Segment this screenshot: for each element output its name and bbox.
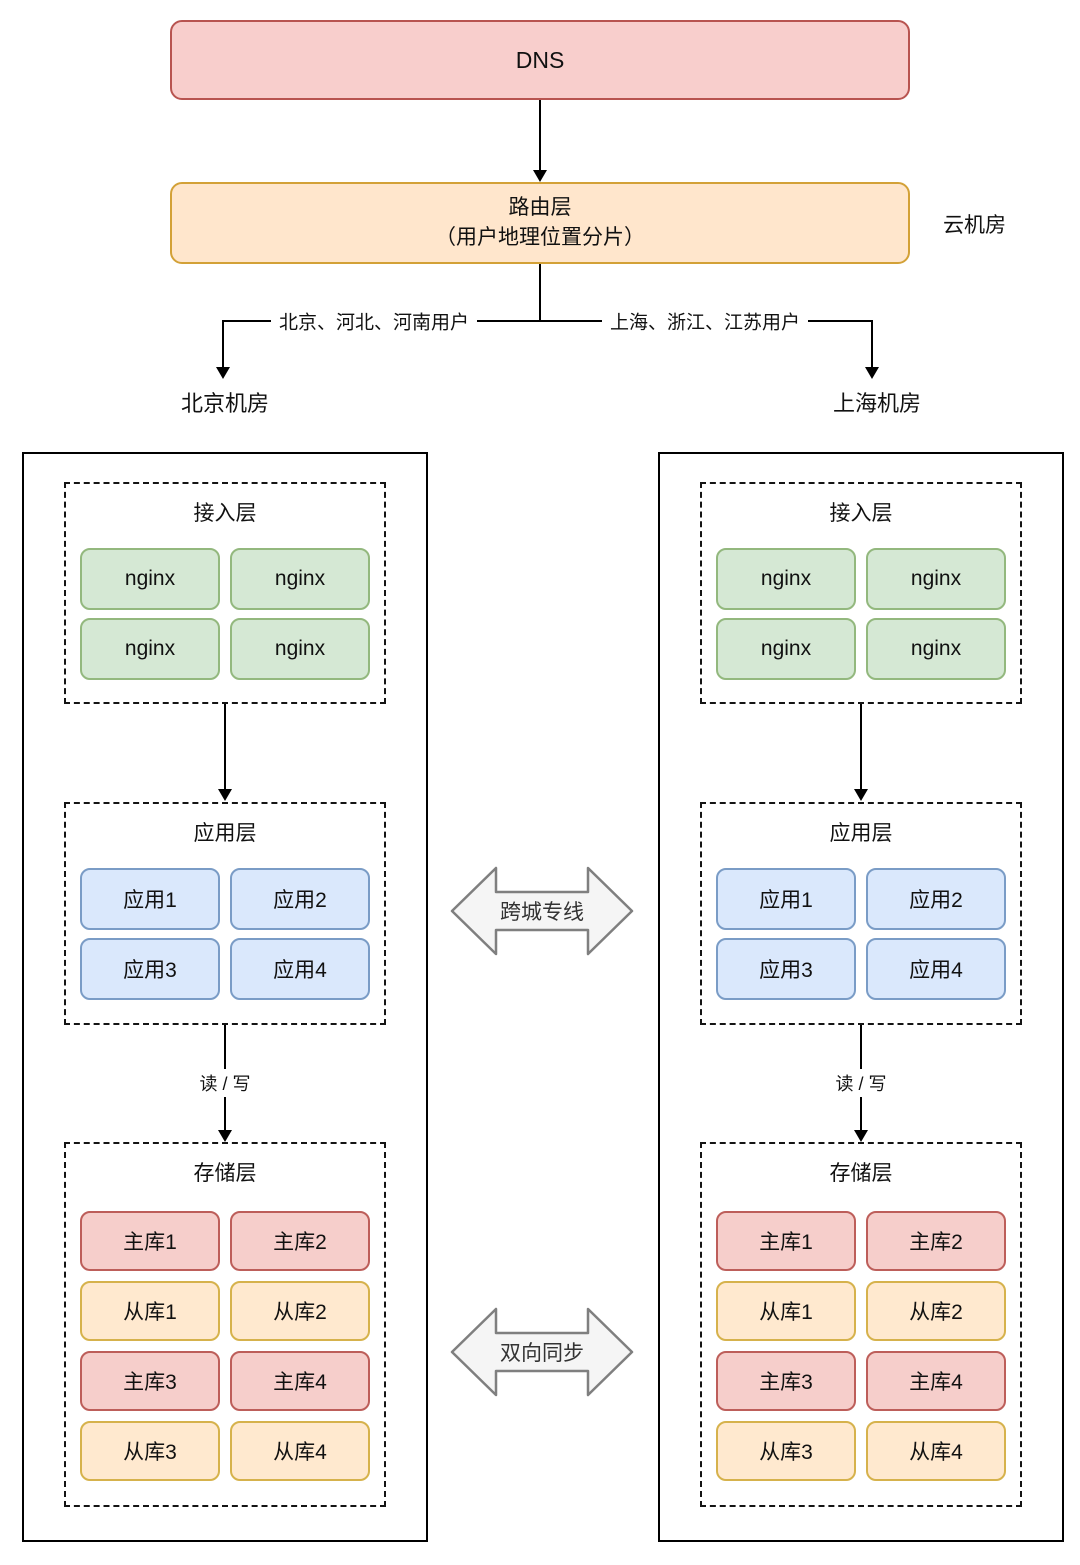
nginx-node: nginx [80,618,220,680]
arrow-branch-to-beijing [216,322,230,379]
branch-label-north-users: 北京、河北、河南用户 [270,307,478,335]
master-db-node: 主库1 [716,1211,856,1271]
read-write-label: 读 / 写 [194,1069,256,1097]
access-layer: 接入层 nginx nginx nginx nginx [64,482,386,704]
master-db-node: 主库1 [80,1211,220,1271]
dns-box: DNS [170,20,910,100]
arrowhead-down-icon [854,1130,868,1142]
app-node: 应用1 [716,868,856,930]
slave-db-node: 从库2 [866,1281,1006,1341]
cross-city-link-arrow: 跨城专线 [450,861,634,961]
dns-label: DNS [515,46,565,73]
storage-node-grid: 主库1 主库2 从库1 从库2 主库3 主库4 从库3 从库4 [66,1211,384,1481]
nginx-node: nginx [866,618,1006,680]
layer-title: 应用层 [829,822,893,845]
datacenter-beijing: 接入层 nginx nginx nginx nginx 应用层 应用1 应用2 … [22,452,428,1542]
arrowhead-down-icon [216,367,230,379]
arrow-line [222,322,224,368]
arrow-branch-to-shanghai [865,322,879,379]
app-layer: 应用层 应用1 应用2 应用3 应用4 [700,802,1022,1025]
slave-db-node: 从库4 [230,1421,370,1481]
dc-label-shanghai: 上海机房 [832,391,922,416]
nginx-node: nginx [716,618,856,680]
read-write-label: 读 / 写 [830,1069,892,1097]
app-node: 应用4 [866,938,1006,1000]
storage-layer: 存储层 主库1 主库2 从库1 从库2 主库3 主库4 从库3 从库4 [64,1142,386,1507]
app-node: 应用3 [80,938,220,1000]
app-node: 应用2 [866,868,1006,930]
nginx-node: nginx [866,548,1006,610]
router-label-line2: （用户地理位置分片） [435,226,645,249]
arrow-line [539,100,541,172]
app-node: 应用2 [230,868,370,930]
slave-db-node: 从库1 [80,1281,220,1341]
nginx-node: nginx [716,548,856,610]
layer-title: 应用层 [193,822,257,845]
datacenter-shanghai: 接入层 nginx nginx nginx nginx 应用层 应用1 应用2 … [658,452,1064,1542]
arrow-access-to-app [218,704,232,801]
layer-title: 存储层 [193,1162,257,1185]
router-label-line1: 路由层 [508,195,572,219]
arrow-line [224,704,226,790]
master-db-node: 主库3 [716,1351,856,1411]
storage-node-grid: 主库1 主库2 从库1 从库2 主库3 主库4 从库3 从库4 [702,1211,1020,1481]
slave-db-node: 从库1 [716,1281,856,1341]
bidirectional-sync-label: 双向同步 [500,1342,584,1365]
access-node-grid: nginx nginx nginx nginx [66,548,384,680]
app-node: 应用1 [80,868,220,930]
nginx-node: nginx [230,618,370,680]
arrowhead-down-icon [218,789,232,801]
storage-layer: 存储层 主库1 主库2 从库1 从库2 主库3 主库4 从库3 从库4 [700,1142,1022,1507]
master-db-node: 主库3 [80,1351,220,1411]
arrowhead-down-icon [854,789,868,801]
layer-title: 接入层 [193,502,257,525]
bidirectional-sync-arrow: 双向同步 [450,1302,634,1402]
arrow-access-to-app [854,704,868,801]
access-layer: 接入层 nginx nginx nginx nginx [700,482,1022,704]
arrow-dns-to-router [533,100,547,182]
layer-title: 接入层 [829,502,893,525]
arrowhead-down-icon [533,170,547,182]
double-arrow-icon [450,1307,634,1397]
layer-title: 存储层 [829,1162,893,1185]
access-node-grid: nginx nginx nginx nginx [702,548,1020,680]
router-box: 路由层 （用户地理位置分片） [170,182,910,264]
slave-db-node: 从库4 [866,1421,1006,1481]
arrow-line [860,704,862,790]
double-arrow-icon [450,866,634,956]
master-db-node: 主库2 [866,1211,1006,1271]
app-node-grid: 应用1 应用2 应用3 应用4 [66,868,384,1000]
app-node: 应用4 [230,938,370,1000]
dc-label-beijing: 北京机房 [180,391,270,416]
app-node-grid: 应用1 应用2 应用3 应用4 [702,868,1020,1000]
master-db-node: 主库4 [230,1351,370,1411]
app-node: 应用3 [716,938,856,1000]
branch-label-east-users: 上海、浙江、江苏用户 [601,307,809,335]
app-layer: 应用层 应用1 应用2 应用3 应用4 [64,802,386,1025]
arrowhead-down-icon [865,367,879,379]
slave-db-node: 从库3 [716,1421,856,1481]
cross-city-link-label: 跨城专线 [500,901,584,924]
master-db-node: 主库4 [866,1351,1006,1411]
slave-db-node: 从库2 [230,1281,370,1341]
arrowhead-down-icon [218,1130,232,1142]
branch-horizontal-line [222,320,873,322]
branch-stem-line [539,264,541,321]
arrow-line [871,322,873,368]
master-db-node: 主库2 [230,1211,370,1271]
nginx-node: nginx [80,548,220,610]
nginx-node: nginx [230,548,370,610]
slave-db-node: 从库3 [80,1421,220,1481]
cloud-room-label: 云机房 [943,214,1006,237]
